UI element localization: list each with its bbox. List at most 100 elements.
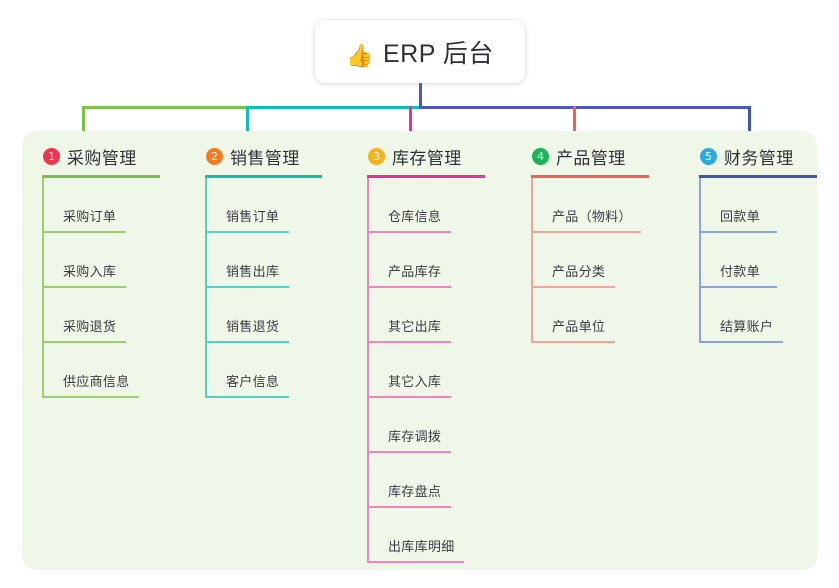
list-item-label: 销售订单 [226, 209, 280, 224]
list-item[interactable]: 采购入库 [33, 233, 183, 288]
list-item-label: 结算账户 [720, 319, 774, 334]
list-item-label: 库存调拨 [388, 429, 442, 444]
list-item[interactable]: 付款单 [690, 233, 839, 288]
column-spine [531, 178, 533, 343]
list-item-label: 采购退货 [63, 319, 117, 334]
list-item[interactable]: 产品单位 [522, 288, 672, 343]
list-item-underline [367, 561, 464, 563]
list-item[interactable]: 结算账户 [690, 288, 839, 343]
list-item-underline [367, 286, 451, 288]
list-item-underline [367, 341, 451, 343]
column-spine [367, 178, 369, 563]
column-items: 采购订单采购入库采购退货供应商信息 [33, 178, 183, 398]
list-item-label: 付款单 [720, 264, 760, 279]
list-item-underline [531, 231, 641, 233]
list-item[interactable]: 库存盘点 [358, 453, 508, 508]
column-title-label: 库存管理 [392, 148, 462, 168]
column-underline [205, 175, 322, 178]
column-underline [531, 175, 649, 178]
column-number-badge: 5 [700, 147, 717, 165]
root-node-title: 👍 ERP 后台 [346, 34, 494, 70]
root-node-label: ERP 后台 [383, 39, 494, 68]
list-item-underline [699, 231, 777, 233]
list-item-label: 产品单位 [552, 319, 606, 334]
list-item[interactable]: 回款单 [690, 178, 839, 233]
column-items: 产品（物料） 产品分类产品单位 [522, 178, 672, 343]
list-item[interactable]: 产品库存 [358, 233, 508, 288]
list-item[interactable]: 其它入库 [358, 343, 508, 398]
list-item-label: 产品（物料） [552, 209, 632, 224]
list-item-label: 供应商信息 [63, 374, 130, 389]
diagram-panel [22, 131, 817, 570]
list-item-label: 回款单 [720, 209, 760, 224]
list-item[interactable]: 库存调拨 [358, 398, 508, 453]
list-item[interactable]: 销售退货 [196, 288, 346, 343]
list-item[interactable]: 产品分类 [522, 233, 672, 288]
thumbs-up-icon: 👍 [346, 42, 374, 68]
column-items: 销售订单销售出库销售退货客户信息 [196, 178, 346, 398]
connector-bar-3 [419, 106, 751, 109]
column-spine [699, 178, 701, 343]
column-number-badge: 2 [206, 147, 223, 165]
root-stem-connector [419, 83, 422, 108]
list-item-underline [205, 286, 289, 288]
list-item-underline [42, 341, 126, 343]
list-item-underline [699, 341, 783, 343]
list-item[interactable]: 供应商信息 [33, 343, 183, 398]
column-title-label: 销售管理 [230, 148, 300, 168]
list-item-underline [367, 506, 451, 508]
column-spine [42, 178, 44, 398]
list-item-underline [205, 231, 289, 233]
connector-drop-3 [409, 106, 412, 143]
list-item[interactable]: 其它出库 [358, 288, 508, 343]
list-item-label: 采购订单 [63, 209, 117, 224]
column-title-label: 财务管理 [724, 148, 794, 168]
list-item-label: 仓库信息 [388, 209, 442, 224]
list-item[interactable]: 销售订单 [196, 178, 346, 233]
list-item[interactable]: 仓库信息 [358, 178, 508, 233]
list-item-label: 库存盘点 [388, 484, 442, 499]
list-item[interactable]: 产品（物料） [522, 178, 672, 233]
list-item-underline [367, 396, 451, 398]
list-item-underline [205, 396, 289, 398]
column-header-4[interactable]: 4 产品管理 [522, 143, 672, 169]
list-item[interactable]: 销售出库 [196, 233, 346, 288]
root-node-card[interactable]: 👍 ERP 后台 [315, 20, 525, 83]
list-item-underline [205, 341, 289, 343]
list-item-underline [42, 231, 126, 233]
column-number-badge: 4 [532, 147, 549, 165]
column-财务管理: 5 财务管理回款单付款单结算账户 [690, 143, 839, 343]
list-item-underline [42, 396, 139, 398]
column-header-5[interactable]: 5 财务管理 [690, 143, 839, 169]
list-item-underline [367, 451, 451, 453]
column-销售管理: 2 销售管理销售订单销售出库销售退货客户信息 [196, 143, 346, 398]
list-item-label: 销售出库 [226, 264, 280, 279]
column-title-label: 产品管理 [556, 148, 626, 168]
connector-drop-2 [246, 106, 249, 143]
column-items: 回款单付款单结算账户 [690, 178, 839, 343]
list-item-label: 产品库存 [388, 264, 442, 279]
list-item[interactable]: 出库库明细 [358, 508, 508, 563]
connector-drop-5 [748, 106, 751, 143]
connector-bar-2 [246, 106, 421, 109]
column-header-2[interactable]: 2 销售管理 [196, 143, 346, 169]
column-number-badge: 1 [43, 147, 60, 165]
column-items: 仓库信息产品库存其它出库其它入库库存调拨库存盘点出库库明细 [358, 178, 508, 563]
column-underline [42, 175, 160, 178]
list-item-label: 客户信息 [226, 374, 280, 389]
list-item-label: 其它出库 [388, 319, 442, 334]
list-item[interactable]: 采购退货 [33, 288, 183, 343]
list-item-label: 销售退货 [226, 319, 280, 334]
list-item-label: 其它入库 [388, 374, 442, 389]
list-item[interactable]: 客户信息 [196, 343, 346, 398]
list-item[interactable]: 采购订单 [33, 178, 183, 233]
column-underline [699, 175, 817, 178]
connector-drop-1 [82, 106, 85, 143]
column-underline [367, 175, 485, 178]
list-item-underline [699, 286, 777, 288]
list-item-underline [531, 286, 615, 288]
list-item-label: 出库库明细 [388, 539, 455, 554]
